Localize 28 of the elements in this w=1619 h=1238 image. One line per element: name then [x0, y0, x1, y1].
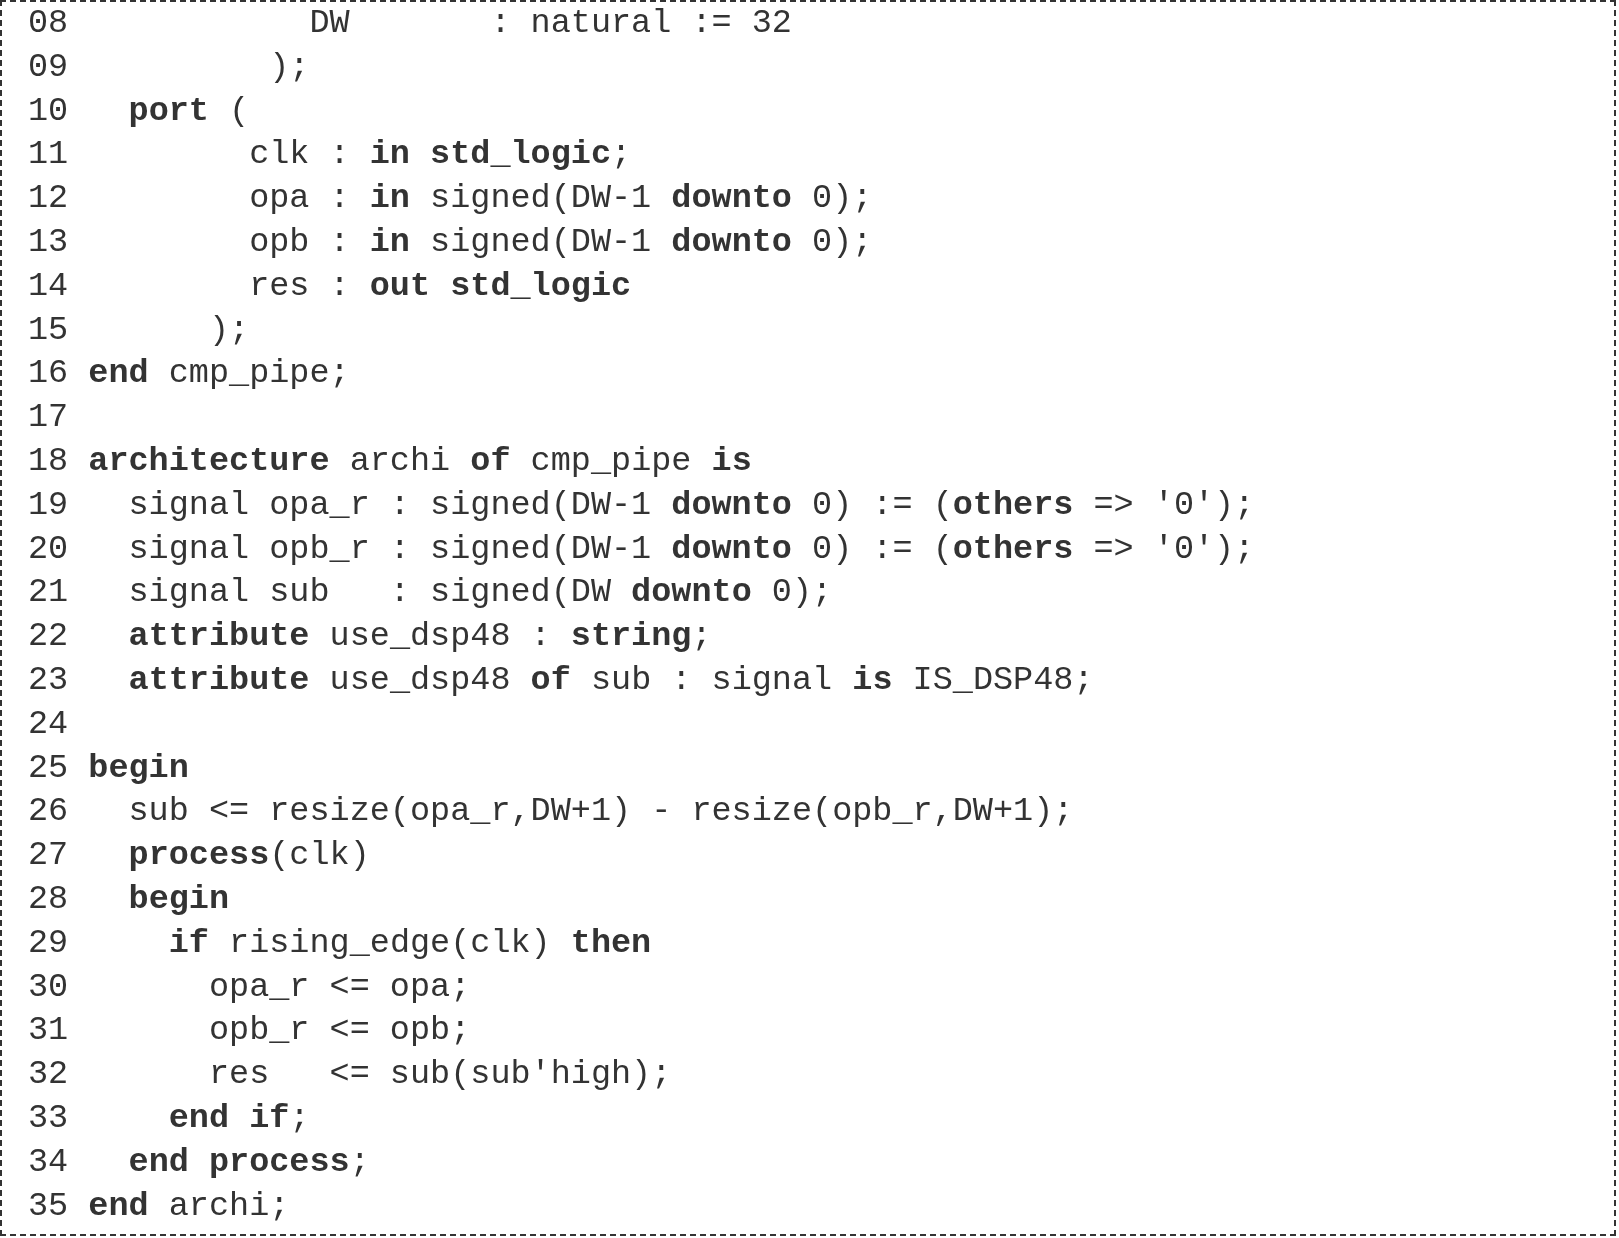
code-line: 35 end archi;	[28, 1185, 290, 1227]
code-line: 27 process(clk)	[28, 835, 370, 877]
code-line: 21 signal sub : signed(DW downto 0);	[28, 572, 833, 614]
code-line: 28 begin	[28, 878, 230, 920]
code-line: 29 if rising_edge(clk) then	[28, 922, 652, 964]
code-line: 16 end cmp_pipe;	[28, 353, 350, 395]
code-line: 11 clk : in std_logic;	[28, 134, 632, 176]
code-line: 32 res <= sub(sub'high);	[28, 1054, 672, 1096]
code-line: 20 signal opb_r : signed(DW-1 downto 0) := (others => '0');	[28, 528, 1255, 570]
code-line: 09 );	[28, 46, 310, 88]
code-line: 15 );	[28, 309, 250, 351]
code-line: 26 sub <= resize(opa_r,DW+1) - resize(opb_r,DW+1);	[28, 791, 1074, 833]
code-line: 33 end if;	[28, 1097, 310, 1139]
code-line: 12 opa : in signed(DW-1 downto 0);	[28, 178, 873, 220]
code-line: 31 opb_r <= opb;	[28, 1010, 471, 1052]
code-line: 23 attribute use_dsp48 of sub : signal is IS_DSP48;	[28, 659, 1094, 701]
code-line: 25 begin	[28, 747, 189, 789]
code-line: 14 res : out std_logic	[28, 265, 632, 307]
code-line: 18 architecture archi of cmp_pipe is	[28, 440, 752, 482]
code-line: 22 attribute use_dsp48 : string;	[28, 616, 712, 658]
code-line: 13 opb : in signed(DW-1 downto 0);	[28, 222, 873, 263]
code-line: 08 DW : natural := 32	[28, 3, 792, 44]
code-line: 19 signal opa_r : signed(DW-1 downto 0) := (others => '0');	[28, 484, 1255, 526]
code-line: 34 end process;	[28, 1141, 370, 1183]
code-line: 17	[28, 397, 69, 439]
code-line: 24	[28, 703, 69, 745]
code-line: 10 port (	[28, 90, 250, 132]
code-line: 30 opa_r <= opa;	[28, 966, 471, 1008]
